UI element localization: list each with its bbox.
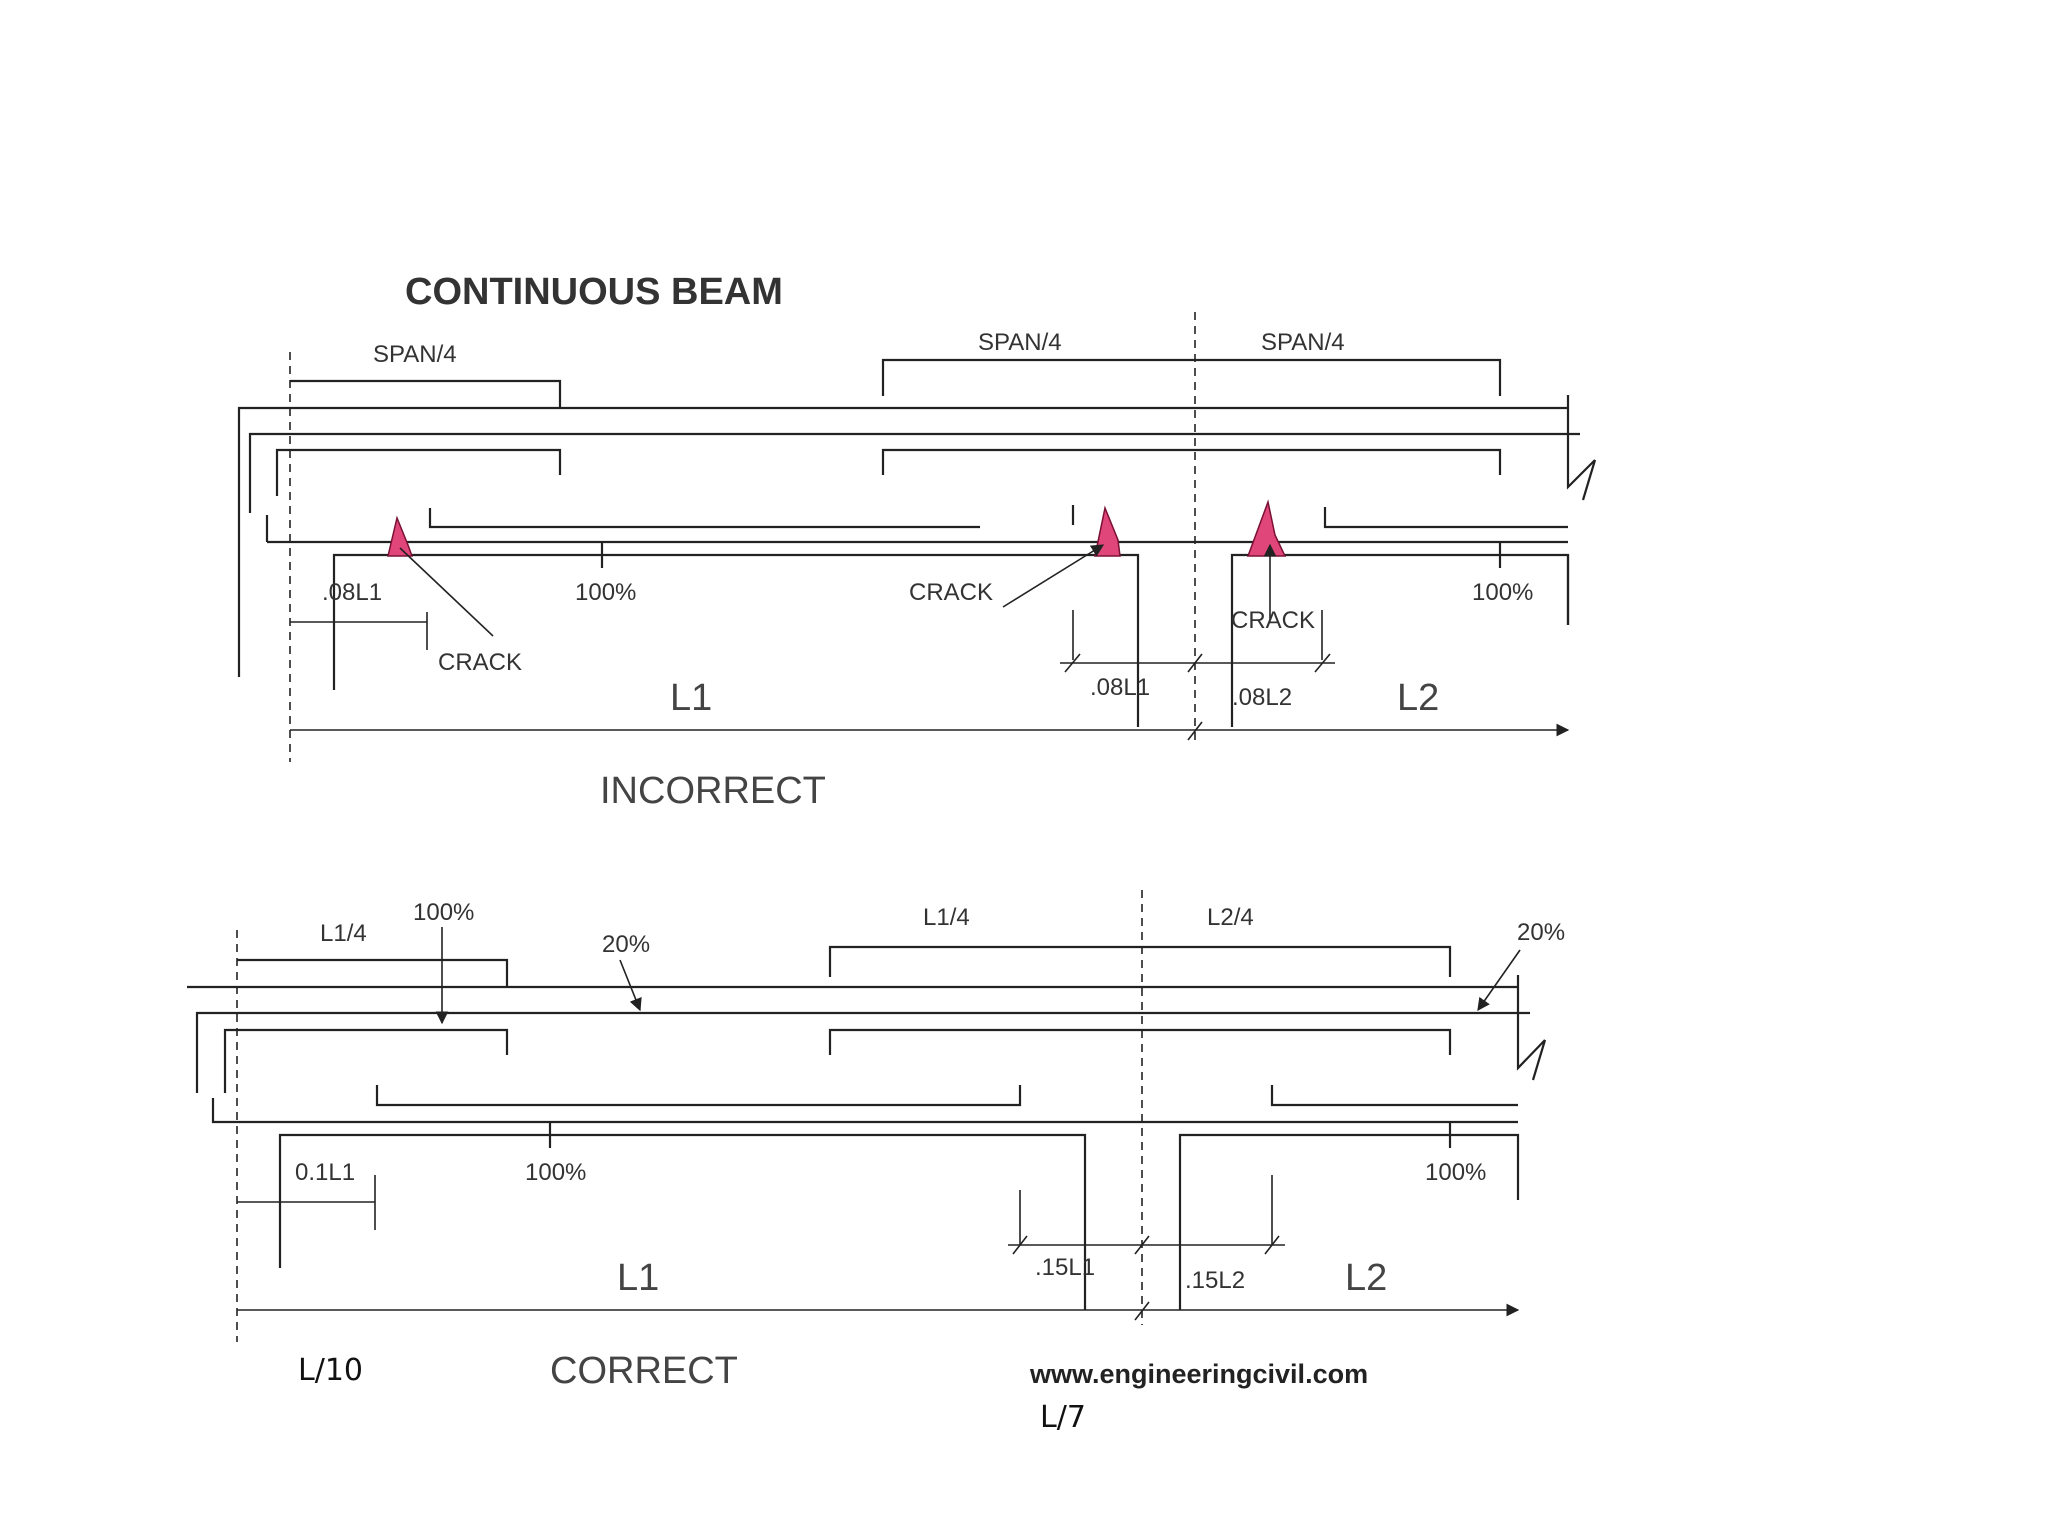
- dim-tick-1: [1064, 653, 1081, 673]
- c-dim-tick-1: [1012, 1235, 1028, 1255]
- top-bar-1: [237, 406, 1568, 677]
- span4-label-left: SPAN/4: [373, 341, 457, 368]
- c-break-mark-2: [1531, 1039, 1547, 1081]
- dim-08L2-support: .08L2: [1232, 684, 1292, 711]
- crack-marker-2: [1094, 505, 1121, 557]
- top-bar-extra-left: [275, 448, 562, 496]
- dim-01L1: 0.1L1: [295, 1159, 355, 1186]
- c-span-tick: [1134, 1301, 1150, 1321]
- crack-leader-1: [399, 547, 494, 637]
- c-top-bar-extra-right: [828, 1028, 1452, 1055]
- note-l7: L/7: [1040, 1400, 1086, 1435]
- c-dim-tick-2: [1134, 1235, 1150, 1255]
- incorrect-caption: INCORRECT: [600, 770, 826, 812]
- c-bottom-bar-right: [1270, 1085, 1518, 1107]
- bottom-bar-right: [1323, 507, 1568, 529]
- span4-label-right: SPAN/4: [1261, 329, 1345, 356]
- span-L1: L1: [670, 677, 712, 719]
- incorrect-diagram: SPAN/4 SPAN/4 SPAN/4 .08L1 100% CR: [237, 312, 1597, 812]
- note-l10: L/10: [298, 1353, 363, 1388]
- c-bottom-bar-l1: [278, 1133, 1087, 1310]
- c-top-bar-extra-left: [223, 1028, 509, 1093]
- c-span-L1: L1: [617, 1257, 659, 1299]
- break-mark-2: [1581, 459, 1597, 501]
- dim-tick-2: [1187, 653, 1203, 673]
- c-bottom-main-bar: [211, 1098, 1518, 1124]
- pct-20-arrow-left: [619, 959, 642, 1012]
- top-right-label: L2/4: [1207, 904, 1254, 931]
- dim-08L1-support: .08L1: [1090, 674, 1150, 701]
- dim-15L2: .15L2: [1185, 1267, 1245, 1294]
- crack-marker-3: [1246, 499, 1287, 557]
- dim-15L1: .15L1: [1035, 1254, 1095, 1281]
- crack-label-1: CRACK: [438, 649, 522, 676]
- c-bottom-bar-l2: [1178, 1133, 1520, 1310]
- crack-label-2: CRACK: [909, 579, 993, 606]
- c-bottom-bar-left: [375, 1085, 1022, 1107]
- c-span-L2: L2: [1345, 1257, 1387, 1299]
- website-url: www.engineeringcivil.com: [1029, 1359, 1368, 1389]
- dim-tick-3: [1314, 653, 1331, 673]
- c-break-mark: [1516, 975, 1546, 1071]
- pct-100-top: 100%: [413, 899, 474, 926]
- span-tick: [1187, 721, 1203, 741]
- pct-label-left: 100%: [575, 579, 636, 606]
- l1-4-bracket-left: [237, 958, 509, 987]
- l-4-bracket-right: [828, 945, 1452, 977]
- break-mark: [1566, 395, 1596, 490]
- span4-bracket-right: [881, 358, 1502, 396]
- pct-label-right: 100%: [1472, 579, 1533, 606]
- top-mid-label: L1/4: [923, 904, 970, 931]
- correct-caption: CORRECT: [550, 1350, 738, 1392]
- c-dim-tick-3: [1264, 1235, 1280, 1255]
- top-bar-2: [248, 432, 1580, 513]
- c-top-bar-2: [195, 1011, 1530, 1093]
- diagram-title: CONTINUOUS BEAM: [405, 271, 783, 313]
- crack-label-3: CRACK: [1231, 607, 1315, 634]
- crack-marker-1: [387, 515, 414, 557]
- top-bar-extra-right: [881, 448, 1502, 475]
- bottom-bar-left: [428, 508, 980, 529]
- span-L2: L2: [1397, 677, 1439, 719]
- pct-100-bottom-left: 100%: [525, 1159, 586, 1186]
- span4-bracket-left: [290, 379, 562, 407]
- pct-20-right: 20%: [1517, 919, 1565, 946]
- pct-100-bottom-right: 100%: [1425, 1159, 1486, 1186]
- pct-20-left: 20%: [602, 931, 650, 958]
- span4-label-mid: SPAN/4: [978, 329, 1062, 356]
- pct-20-arrow-right: [1477, 949, 1521, 1012]
- dim-08L1-left: .08L1: [322, 579, 382, 606]
- top-left-label: L1/4: [320, 920, 367, 947]
- correct-diagram: L1/4 L1/4 L2/4 100% 20% 20% 100% 100% 0.…: [187, 890, 1565, 1392]
- crack-leader-2: [1002, 544, 1105, 608]
- bottom-bar-l1: [332, 553, 1140, 727]
